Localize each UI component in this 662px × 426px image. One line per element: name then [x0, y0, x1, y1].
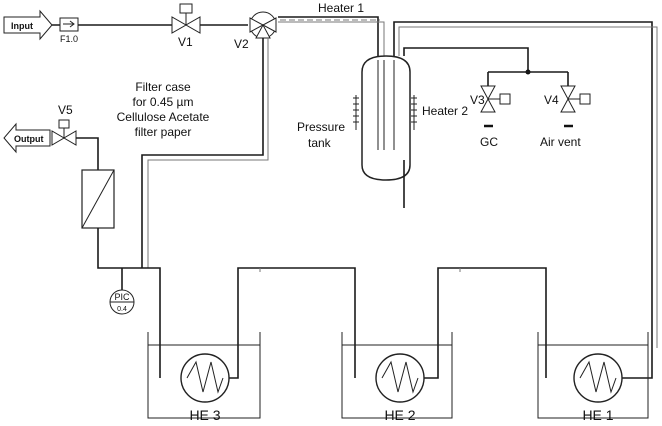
filter-case [81, 169, 115, 229]
filter-case-line-4: filter paper [135, 125, 192, 139]
filter-case-line-3: Cellulose Acetate [117, 110, 210, 124]
he1-label: HE 1 [582, 407, 613, 423]
valve-v4: V4 Air vent [540, 85, 591, 149]
pressure-tank-label-1: Pressure [297, 120, 345, 134]
pic-indicator: PIC 0.4 [109, 289, 135, 315]
pic-value: 0.4 [117, 306, 127, 313]
input-label: Input [11, 21, 33, 31]
pipe-he-loop [142, 267, 653, 379]
pressure-tank: Pressure tank [297, 55, 417, 181]
heater1-label: Heater 1 [318, 1, 364, 15]
he2-label: HE 2 [384, 407, 415, 423]
output-label: Output [14, 134, 44, 144]
he1-unit: HE 1 [537, 332, 649, 423]
valve-v5: V5 [51, 103, 77, 146]
output-arrow: Output [3, 122, 51, 154]
filter-case-text: Filter case for 0.45 µm Cellulose Acetat… [117, 80, 210, 139]
pressure-tank-label-2: tank [308, 136, 332, 150]
pipe-output [76, 137, 99, 170]
valve-v3: V3 GC [470, 85, 511, 149]
pipe-tank-gas [403, 47, 529, 72]
flow-meter: F1.0 [59, 17, 79, 44]
v4-label: V4 [544, 93, 559, 107]
valve-v1: V1 [171, 3, 201, 49]
pipe-v2-down [141, 38, 264, 268]
he3-label: HE 3 [189, 407, 220, 423]
v2-label: V2 [234, 37, 249, 51]
input-arrow: Input [3, 9, 53, 41]
he2-unit: HE 2 [341, 332, 453, 423]
valve-v2: V2 [234, 11, 277, 51]
v1-label: V1 [178, 35, 193, 49]
air-vent-label: Air vent [540, 135, 581, 149]
heater2-label: Heater 2 [422, 104, 468, 118]
filter-case-line-2: for 0.45 µm [133, 95, 194, 109]
pipe-filter-down [97, 228, 142, 269]
pipe-to-v3-v4 [487, 71, 569, 86]
pipe-tank-right [393, 21, 653, 348]
flow-meter-label: F1.0 [60, 34, 78, 44]
filter-case-line-1: Filter case [135, 80, 191, 94]
v5-label: V5 [58, 103, 73, 117]
gc-label: GC [480, 135, 498, 149]
pic-label: PIC [114, 292, 130, 302]
he3-unit: HE 3 [147, 332, 261, 423]
pipe-heater1 [278, 16, 379, 60]
v3-label: V3 [470, 93, 485, 107]
